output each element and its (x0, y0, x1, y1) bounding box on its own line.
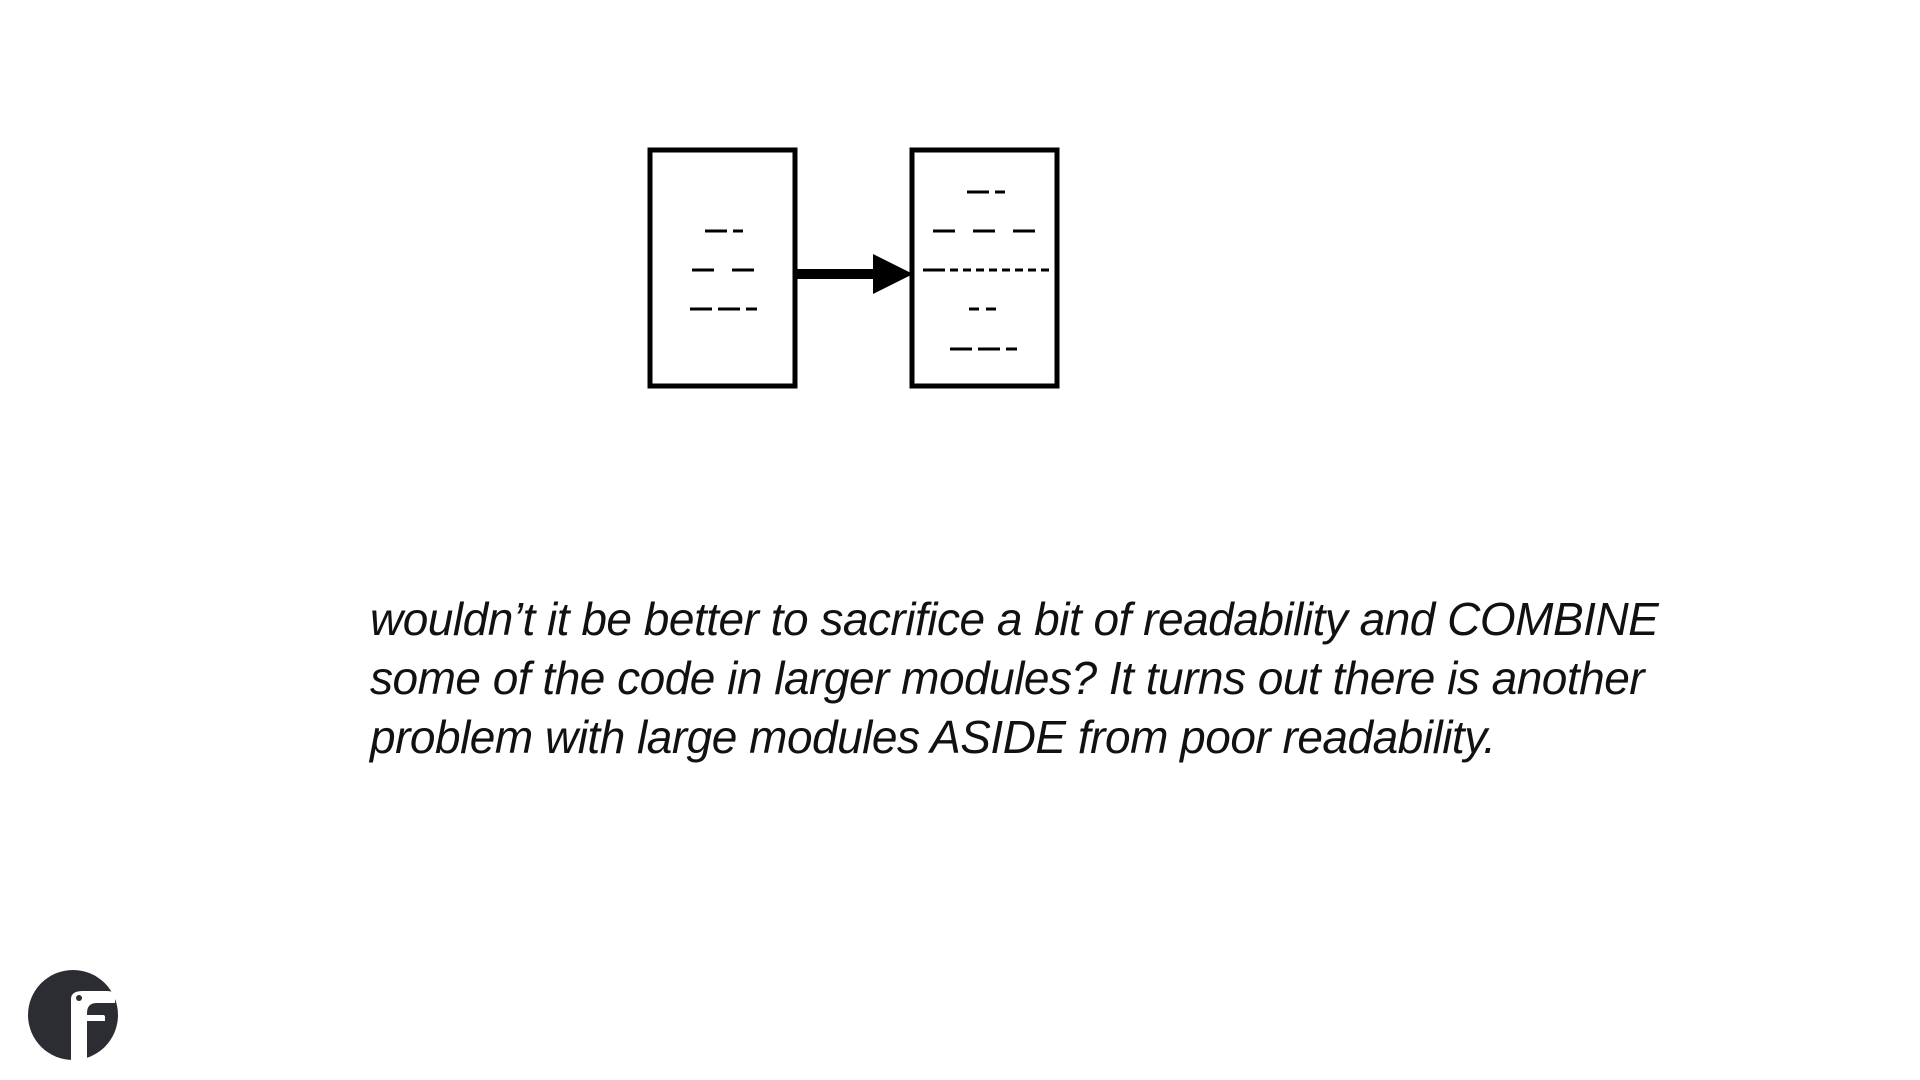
small-module-box (647, 147, 798, 389)
slide-caption: wouldn’t it be better to sacrifice a bit… (370, 593, 1659, 763)
arrow-head (873, 254, 913, 294)
large-module-box (909, 147, 1060, 389)
arrow-shaft (795, 269, 877, 279)
large-module-code-lines (923, 190, 1049, 351)
large-module (909, 147, 1060, 389)
arrow (795, 254, 913, 294)
bird-logo-icon (28, 970, 118, 1061)
small-module-code-lines (690, 229, 757, 311)
small-module (647, 147, 798, 389)
